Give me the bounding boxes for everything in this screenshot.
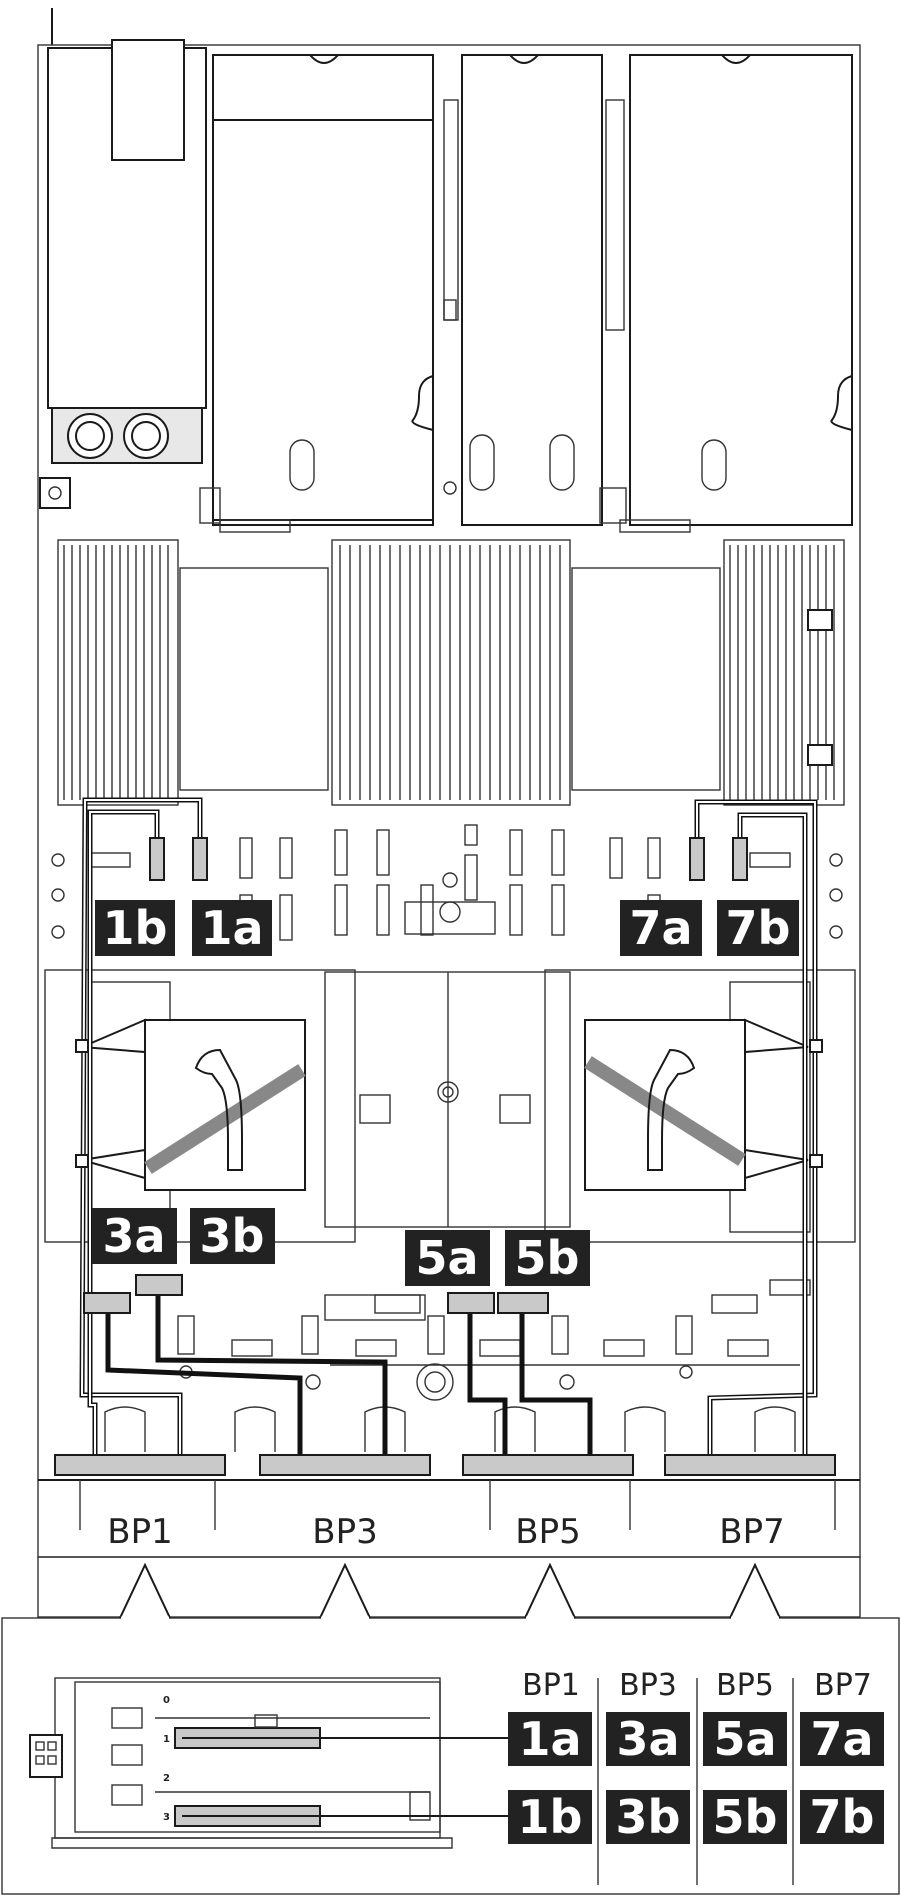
label-5b-text: 5b	[515, 1231, 580, 1285]
cable-connectors	[75, 837, 823, 1314]
inset-label-3a: 3a	[616, 1712, 679, 1766]
cpu-heatsink-left	[179, 567, 329, 791]
riser-cage-1	[199, 54, 434, 533]
power-supply-unit	[39, 39, 207, 509]
bp5-connector	[462, 1454, 634, 1476]
inset-header-bp7: BP7	[814, 1668, 872, 1703]
bp5-label: BP5	[515, 1512, 580, 1552]
bp3-connector	[259, 1454, 431, 1476]
label-7a: 7a	[620, 900, 702, 956]
bp1-label: BP1	[107, 1512, 172, 1552]
riser-cage-3	[599, 54, 853, 533]
inset-label-3b: 3b	[616, 1790, 681, 1844]
label-1a: 1a	[192, 900, 272, 956]
label-3b-text: 3b	[200, 1209, 265, 1263]
backplane-board	[177, 1279, 811, 1401]
slot-number-0: 0	[163, 1695, 170, 1706]
inset-label-7b: 7b	[810, 1790, 875, 1844]
chassis	[37, 8, 861, 1618]
riser-cage-2	[443, 54, 603, 526]
dimm-bank-right	[723, 539, 845, 806]
inset-label-1a: 1a	[518, 1712, 581, 1766]
slot-number-1: 1	[163, 1734, 170, 1745]
inset-label-5b: 5b	[713, 1790, 778, 1844]
inset-label-7a: 7a	[810, 1712, 873, 1766]
label-5a: 5a	[405, 1230, 490, 1286]
motherboard-connectors	[51, 824, 843, 941]
bp7-connector	[664, 1454, 836, 1476]
label-5b: 5b	[505, 1230, 590, 1286]
inset-header-bp5: BP5	[716, 1668, 774, 1703]
bp1-connector	[54, 1454, 226, 1476]
label-7b-text: 7b	[726, 901, 791, 955]
inset-label-5a: 5a	[713, 1712, 776, 1766]
slot-number-2: 2	[163, 1773, 170, 1784]
cpu-heatsink-right	[571, 567, 721, 791]
label-1b: 1b	[95, 900, 175, 956]
callout-left	[81, 1018, 306, 1191]
label-3a-text: 3a	[102, 1209, 165, 1263]
backplane-connectors	[54, 1454, 836, 1476]
bp3-label: BP3	[312, 1512, 377, 1552]
label-7a-text: 7a	[629, 901, 692, 955]
label-5a-text: 5a	[415, 1231, 478, 1285]
inset-label-1b: 1b	[518, 1790, 583, 1844]
dimm-bank-left	[57, 539, 179, 806]
dimm-bank-center	[331, 539, 571, 806]
cables	[79, 797, 818, 1455]
label-7b: 7b	[717, 900, 799, 956]
inset-header-bp3: BP3	[619, 1668, 677, 1703]
drive-bay-guides	[79, 1406, 836, 1530]
riser-card: 0 1 2 3	[29, 1677, 508, 1849]
label-1b-text: 1b	[103, 901, 168, 955]
inset-header-bp1: BP1	[522, 1668, 580, 1703]
bp7-label: BP7	[719, 1512, 784, 1552]
callout-right	[584, 1018, 809, 1191]
inset-detail: 0 1 2 3 BP1 BP3 BP5 BP7 1a 3a 5a 7a 1b 3…	[1, 1562, 900, 1895]
label-1a-text: 1a	[200, 901, 263, 955]
slot-number-3: 3	[163, 1812, 170, 1823]
label-3a: 3a	[92, 1208, 177, 1264]
label-3b: 3b	[190, 1208, 275, 1264]
